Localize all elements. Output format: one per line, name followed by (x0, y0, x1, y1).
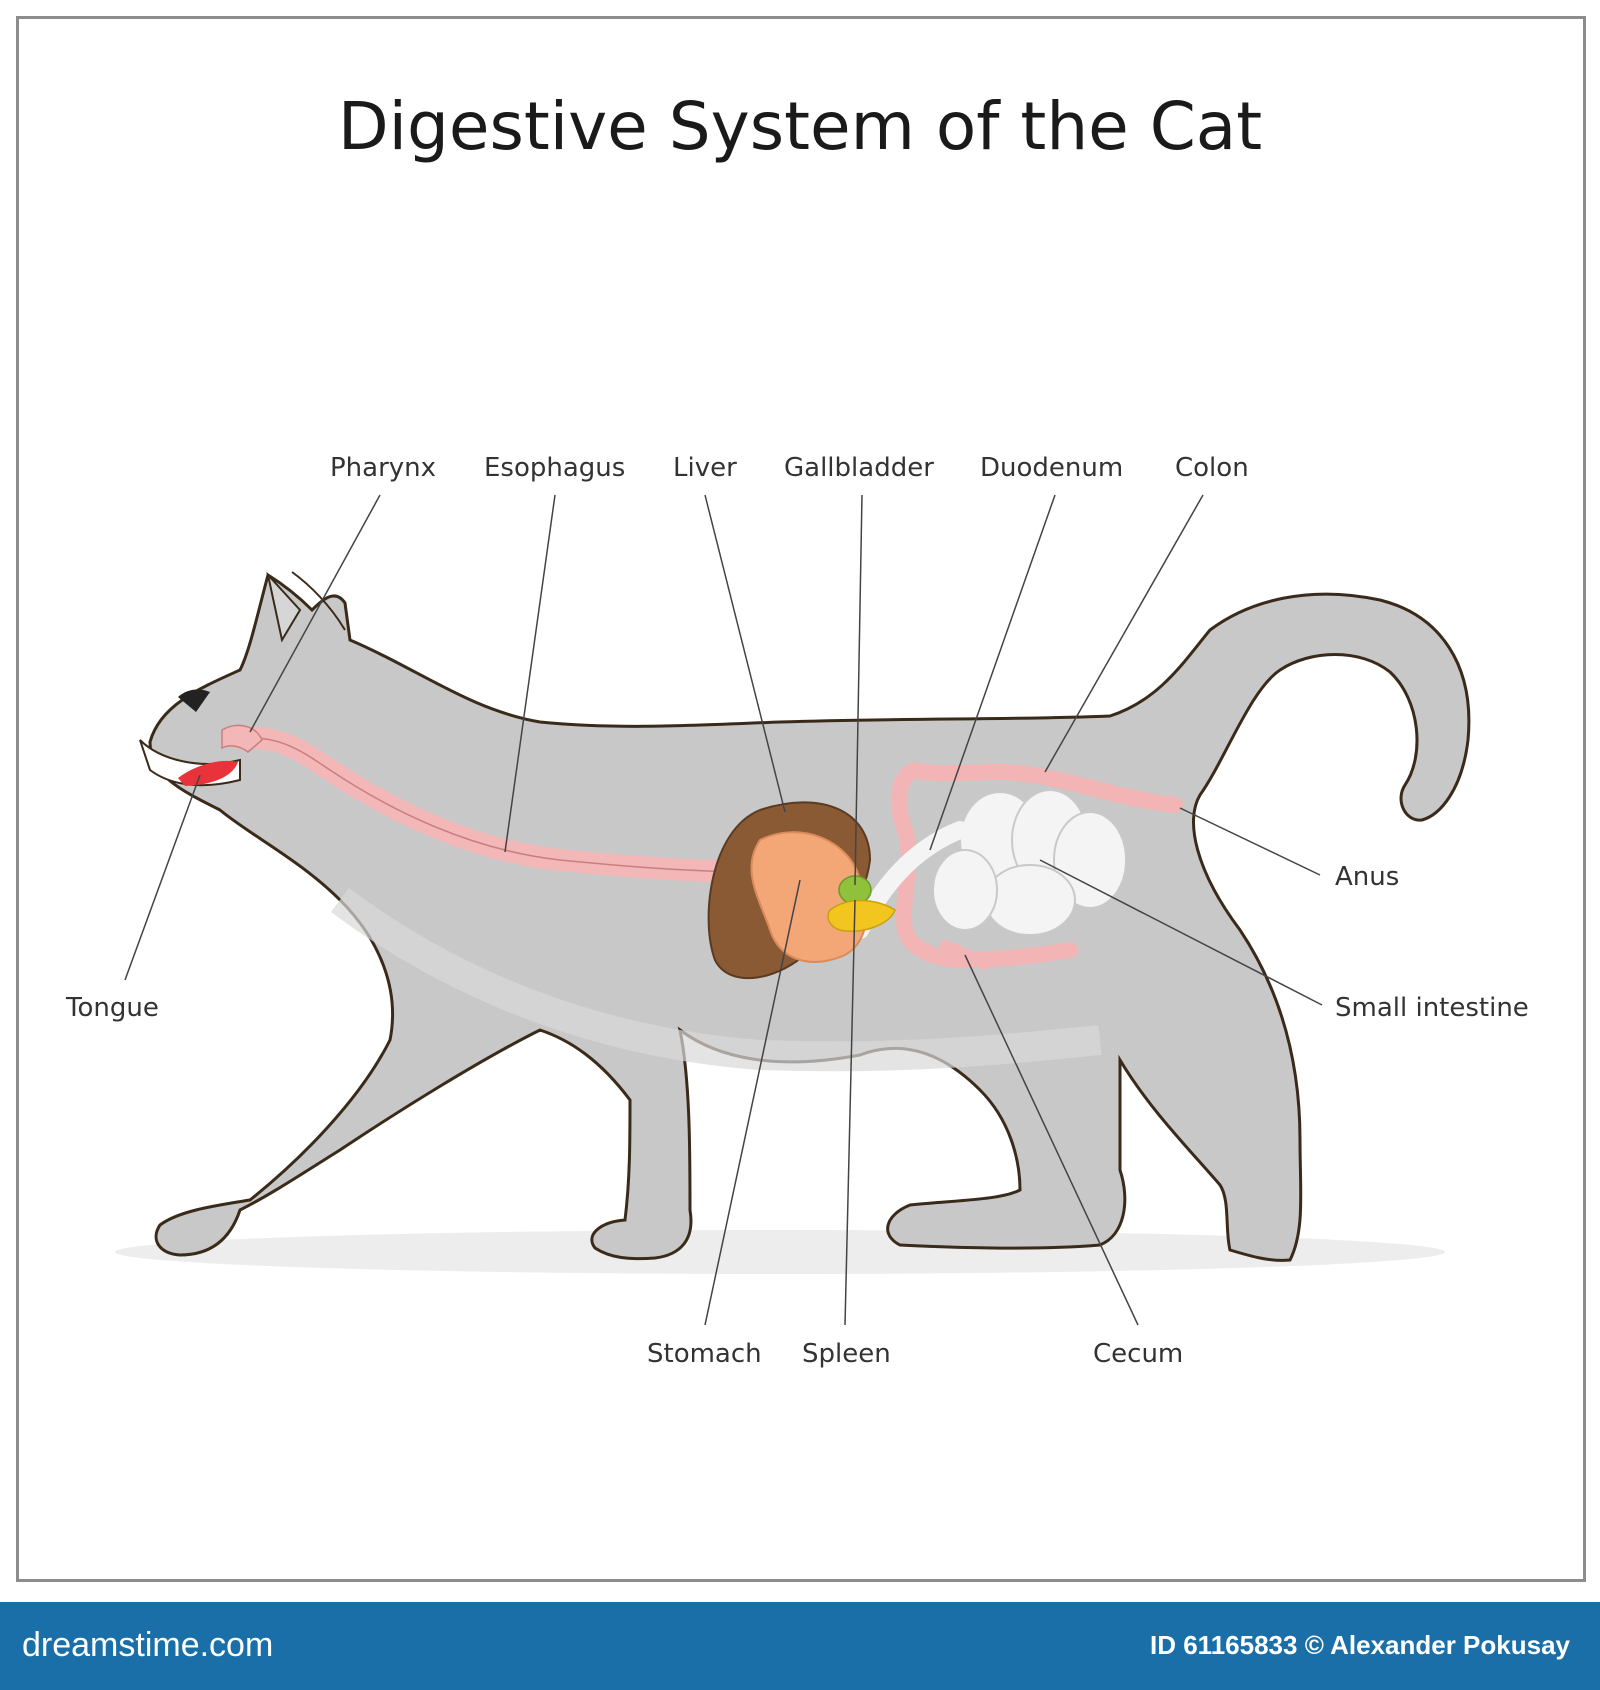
label-duodenum: Duodenum (980, 453, 1123, 483)
leader-colon (1044, 494, 1204, 773)
label-cecum: Cecum (1093, 1339, 1183, 1369)
leader-lines (124, 494, 1323, 1326)
leader-anus (1179, 807, 1321, 876)
leader-duodenum (929, 494, 1056, 851)
cat-diagram: Pharynx Esophagus Liver Gallbladder Duod… (65, 453, 1529, 1369)
cat-tongue (178, 760, 238, 786)
leader-pharynx (249, 494, 381, 733)
cat-eye (178, 689, 210, 712)
label-liver: Liver (673, 453, 737, 483)
label-anus: Anus (1335, 862, 1399, 892)
footer-brand[interactable]: dreamstime.com (22, 1626, 274, 1664)
pharynx-shape (221, 724, 263, 753)
cecum-shape (940, 940, 990, 970)
cat-ear-back (291, 571, 346, 631)
cat-ear (266, 571, 302, 643)
leader-spleen (844, 899, 856, 1326)
leader-small-intestine (1039, 859, 1323, 1006)
leader-esophagus (504, 494, 556, 853)
leader-tongue (124, 774, 201, 981)
label-colon: Colon (1175, 453, 1249, 483)
label-small-intestine: Small intestine (1335, 993, 1529, 1023)
footer-bar: dreamstime.com ID 61165833 © Alexander P… (0, 1602, 1600, 1690)
leader-liver (704, 494, 786, 813)
esophagus-outline (237, 736, 761, 873)
footer-credit: ID 61165833 © Alexander Pokusay (1150, 1630, 1570, 1660)
label-gallbladder: Gallbladder (784, 453, 934, 483)
leader-cecum (964, 954, 1139, 1326)
label-pharynx: Pharynx (330, 453, 436, 483)
ground-shadow (115, 1230, 1445, 1274)
colon-tube (890, 761, 1183, 969)
leader-stomach (704, 879, 801, 1326)
label-stomach: Stomach (647, 1339, 762, 1369)
label-spleen: Spleen (802, 1339, 891, 1369)
gallbladder-organ (827, 899, 896, 932)
label-esophagus: Esophagus (484, 453, 625, 483)
small-intestine-coils (932, 789, 1127, 936)
diagram-title: Digestive System of the Cat (337, 88, 1263, 165)
belly-shadow (331, 887, 1102, 1072)
label-tongue: Tongue (65, 993, 159, 1023)
leader-gallbladder (854, 494, 863, 886)
